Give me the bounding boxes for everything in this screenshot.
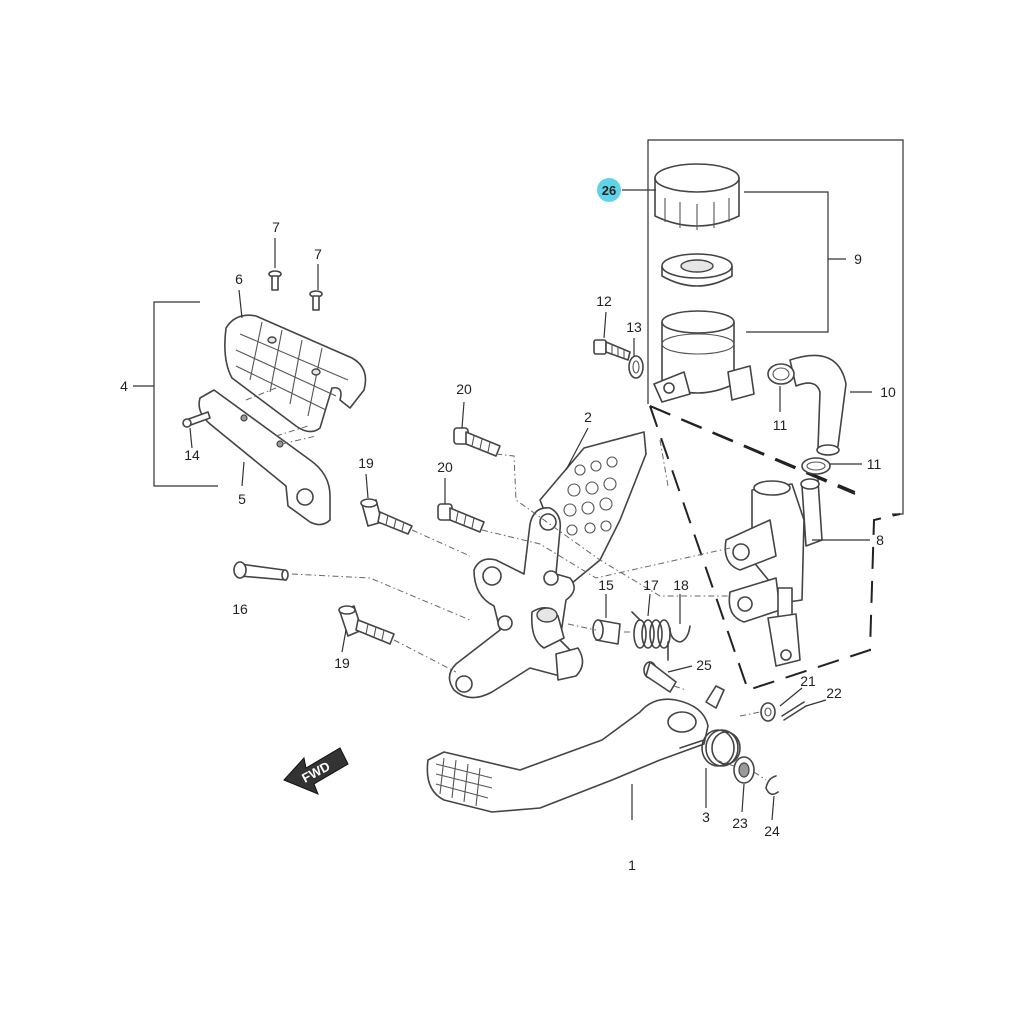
group-box-dashed-top	[649, 405, 856, 495]
cotter-pin-22	[781, 701, 807, 721]
callout-17: 17	[643, 577, 659, 593]
return-spring-3	[679, 729, 741, 767]
circlip-18	[669, 625, 691, 643]
callout-10: 10	[880, 384, 896, 400]
reservoir-hose	[789, 354, 847, 456]
callout-7-left: 7	[272, 219, 280, 235]
pivot-shaft-16	[233, 561, 289, 581]
callout-14: 14	[184, 447, 200, 463]
callout-20-lower: 20	[437, 459, 453, 475]
callout-11-lower: 11	[867, 456, 882, 472]
screw-7-right	[309, 290, 323, 311]
callout-4: 4	[120, 378, 128, 394]
callout-2: 2	[584, 409, 592, 425]
callout-16: 16	[232, 601, 248, 617]
leader-lines	[133, 189, 872, 821]
callout-6: 6	[235, 271, 243, 287]
master-cylinder	[724, 478, 823, 667]
callout-1: 1	[628, 857, 636, 873]
bolt-19-upper	[360, 498, 413, 535]
callout-7-right: 7	[314, 246, 322, 262]
callout-20-upper: 20	[456, 381, 472, 397]
rearset-bracket	[448, 507, 584, 699]
reservoir-body	[653, 310, 755, 403]
footrest-bracket	[198, 389, 331, 526]
bolt-19-lower	[338, 605, 395, 645]
callout-18: 18	[673, 577, 689, 593]
screw-7-left	[268, 270, 282, 291]
footrest-rubber	[224, 314, 367, 433]
callout-19-upper: 19	[358, 455, 374, 471]
hose-clamp-upper	[767, 363, 795, 385]
washer-23	[733, 756, 755, 784]
washer-13	[628, 355, 644, 379]
highlight-marker	[597, 178, 621, 202]
callout-26: 26	[602, 183, 616, 198]
pin-14	[182, 411, 211, 428]
bolt-20-lower	[437, 503, 485, 533]
callout-21: 21	[800, 673, 816, 689]
reservoir-diaphragm	[661, 253, 733, 287]
group-box-dashed-path	[649, 405, 901, 692]
callout-5: 5	[238, 491, 246, 507]
bolt-20-upper	[453, 427, 501, 457]
callout-24: 24	[764, 823, 780, 839]
spring-17	[631, 611, 671, 661]
fwd-arrow: FWD	[283, 747, 349, 795]
brake-pedal	[426, 685, 725, 813]
reservoir-cap	[654, 163, 740, 230]
callout-12: 12	[596, 293, 612, 309]
bolt-25	[643, 661, 677, 693]
bolt-12	[593, 339, 631, 361]
callout-13: 13	[626, 319, 642, 335]
callout-22: 22	[826, 685, 842, 701]
callout-23: 23	[732, 815, 748, 831]
callout-19-lower: 19	[334, 655, 350, 671]
bushing-15	[592, 619, 621, 645]
callout-15: 15	[598, 577, 614, 593]
callout-25: 25	[696, 657, 712, 673]
callout-8: 8	[876, 532, 884, 548]
callout-9: 9	[854, 251, 862, 267]
assembly-lines	[245, 387, 767, 781]
callout-3: 3	[702, 809, 710, 825]
callout-11-upper: 11	[773, 417, 788, 433]
washer-21	[760, 702, 776, 722]
hose-clamp-lower	[801, 457, 831, 475]
circlip-24	[765, 775, 779, 796]
